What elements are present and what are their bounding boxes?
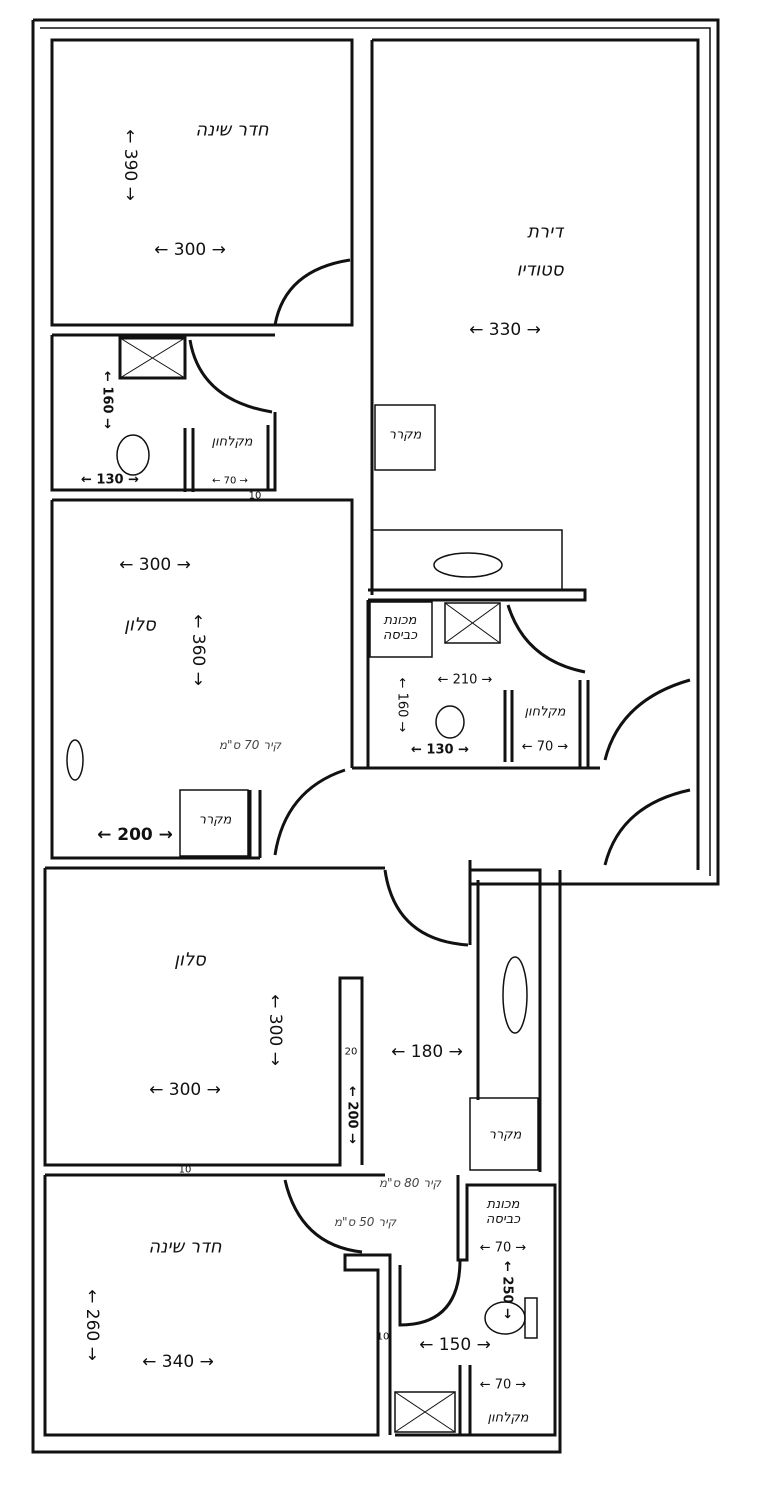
studio-shower-width: ← 70 → <box>521 739 569 755</box>
shower-tray-bottom <box>394 1391 456 1433</box>
studio-fridge-label: מקרר <box>388 427 422 443</box>
fridge-box-studio <box>374 404 436 471</box>
bath-bottom-washer-width: ← 70 → <box>479 1240 527 1256</box>
salon-bottom-label: סלון <box>174 949 206 971</box>
corridor-sink <box>502 956 528 1034</box>
bath-top-shower-label: מקלחון <box>211 434 253 450</box>
toilet <box>116 434 150 476</box>
bath-bottom-washer: מכונת כביסה <box>485 1197 521 1227</box>
entry-door-arc <box>603 788 691 866</box>
bedroom-top-width: ← 300 → <box>154 240 226 260</box>
wall-note-50: קיר 50 ס"מ <box>333 1215 397 1229</box>
salon-bottom-side-length: ← 200 → <box>344 1086 360 1144</box>
door-arc <box>283 1179 363 1254</box>
fridge-box <box>179 789 249 857</box>
studio-sink <box>433 552 503 578</box>
door-arc <box>383 860 472 947</box>
bath-top-walls <box>50 333 277 492</box>
studio-bath-walls <box>366 588 590 768</box>
door-arc <box>188 339 273 414</box>
bath-bottom-length: ← 250 → <box>499 1261 515 1319</box>
bath-top-wall-mark: 10 <box>248 490 262 502</box>
salon-bottom-walls <box>43 866 385 1167</box>
door-arc <box>273 768 346 856</box>
studio-washer-label: מכונת כביסה <box>382 613 418 643</box>
salon-bottom-length: ← 300 → <box>265 994 285 1066</box>
counter <box>372 529 563 590</box>
bath-bottom-walls <box>395 1175 557 1437</box>
bath-bottom-width: ← 150 → <box>419 1335 491 1355</box>
bedroom-bottom-walls <box>43 1173 392 1437</box>
salon-bottom-wall-mark-2: 10 <box>178 1164 192 1176</box>
bedroom-top-walls <box>50 38 354 327</box>
wall-note-80: קיר 80 ס"מ <box>378 1176 442 1190</box>
outer-wall-inner <box>40 27 711 876</box>
studio-shower-tray <box>444 602 501 644</box>
bedroom-top-label: חדר שינה <box>195 119 269 141</box>
corridor-width: ← 180 → <box>391 1042 463 1062</box>
salon-top-fridge: מקרר <box>198 812 232 828</box>
salon-top-width: ← 300 → <box>119 555 191 575</box>
bedroom-top-length: ← 390 → <box>120 129 140 201</box>
shower-tray <box>118 336 187 380</box>
bath-top-toilet-width: ← 130 → <box>81 472 139 488</box>
bath-top-length: ← 160 → <box>99 371 115 429</box>
door-arc <box>506 604 586 674</box>
door-arc <box>273 258 351 326</box>
salon-bottom-wall-mark: 20 <box>344 1046 358 1058</box>
studio-toilet <box>435 705 465 739</box>
bedroom-bottom-label: חדר שינה <box>148 1236 222 1258</box>
corridor-fridge-label: מקרר <box>488 1127 522 1143</box>
corridor-fridge <box>469 1097 539 1171</box>
bath-top-shower-width: ← 70 → <box>212 475 248 487</box>
salon-bottom-width: ← 300 → <box>149 1080 221 1100</box>
studio-bath-width: ← 210 → <box>437 672 493 688</box>
studio-toilet-width: ← 130 → <box>411 742 469 758</box>
bath-bottom-shower-width: ← 70 → <box>479 1377 527 1393</box>
bath-bottom-shower-label: מקלחון <box>487 1410 529 1426</box>
bedroom-bottom-length: ← 260 → <box>82 1289 102 1361</box>
outer-wall <box>31 18 720 1454</box>
corridor-walls <box>470 868 542 1172</box>
salon-top-label: סלון <box>124 614 156 636</box>
bedroom-bottom-wall-mark: 10 <box>376 1331 390 1343</box>
studio-washer <box>369 601 433 658</box>
salon-top-length: ← 360 → <box>188 614 208 686</box>
salon-top-kitchen-width: ← 200 → <box>97 825 173 845</box>
studio-walls <box>370 38 700 870</box>
studio-bath-length: ← 160 → <box>394 677 410 733</box>
studio-width: ← 330 → <box>469 320 541 340</box>
salon-top-walls <box>50 498 600 860</box>
sink <box>66 739 84 781</box>
studio-label-1: דירת <box>527 221 563 243</box>
studio-shower-label: מקלחון <box>524 704 566 720</box>
studio-label-2: סטודיו <box>516 259 564 281</box>
salon-top-wall-note: קיר 70 ס"מ <box>218 738 282 752</box>
entry-door-arc <box>603 678 691 761</box>
bedroom-bottom-width: ← 340 → <box>142 1352 214 1372</box>
